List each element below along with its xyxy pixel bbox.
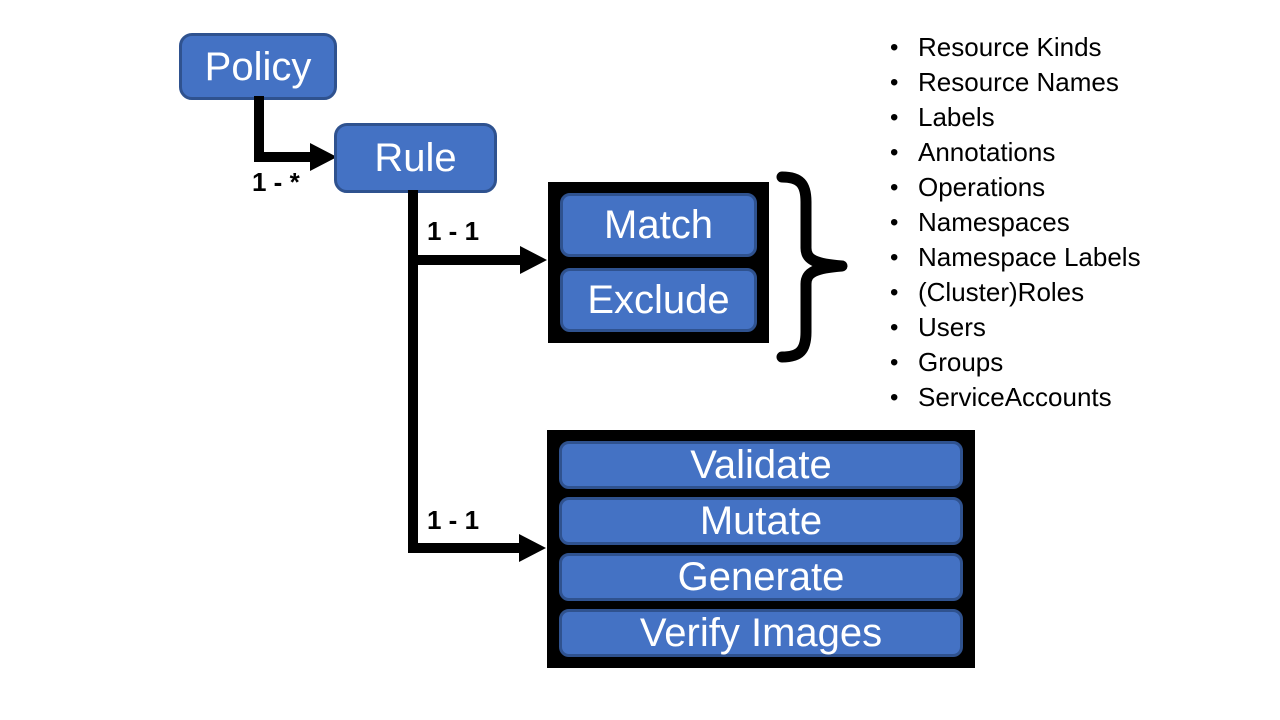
action-node: Validate	[559, 441, 963, 489]
match-criteria-item: (Cluster)Roles	[880, 275, 1141, 310]
match-criteria-item: Groups	[880, 345, 1141, 380]
action-node: Verify Images	[559, 609, 963, 657]
rule-match-arrowhead-icon	[520, 246, 547, 274]
rule-actions-connector	[408, 543, 521, 553]
match-criteria-item: Operations	[880, 170, 1141, 205]
match-criteria-item: Labels	[880, 100, 1141, 135]
rule-node: Rule	[334, 123, 497, 193]
match-criteria-item: Annotations	[880, 135, 1141, 170]
match-criteria-list: Resource KindsResource NamesLabelsAnnota…	[880, 30, 1141, 415]
match-node-label: Match	[604, 203, 713, 247]
rule-actions-arrowhead-icon	[519, 534, 546, 562]
policy-rule-connector-horizontal	[254, 152, 312, 162]
policy-rule-cardinality-label: 1 - *	[252, 167, 300, 197]
rule-actions-cardinality-label: 1 - 1	[427, 505, 480, 535]
action-node: Generate	[559, 553, 963, 601]
match-criteria-item: Resource Names	[880, 65, 1141, 100]
match-criteria-item: Namespace Labels	[880, 240, 1141, 275]
exclude-node: Exclude	[560, 268, 757, 332]
policy-rule-arrowhead-icon	[310, 143, 337, 171]
match-criteria-item: ServiceAccounts	[880, 380, 1141, 415]
match-criteria-item: Resource Kinds	[880, 30, 1141, 65]
match-criteria-item: Namespaces	[880, 205, 1141, 240]
match-node: Match	[560, 193, 757, 257]
match-criteria-item: Users	[880, 310, 1141, 345]
action-node: Mutate	[559, 497, 963, 545]
rule-match-cardinality-label: 1 - 1	[427, 216, 480, 246]
rule-trunk-connector	[408, 190, 418, 553]
policy-node: Policy	[179, 33, 337, 100]
match-exclude-container: Match Exclude	[548, 182, 769, 343]
policy-node-label: Policy	[204, 44, 312, 89]
curly-brace-icon	[776, 171, 848, 363]
rule-match-connector	[408, 255, 522, 265]
rule-node-label: Rule	[374, 136, 457, 180]
policy-rule-connector-vertical	[254, 96, 264, 162]
exclude-node-label: Exclude	[587, 278, 730, 322]
